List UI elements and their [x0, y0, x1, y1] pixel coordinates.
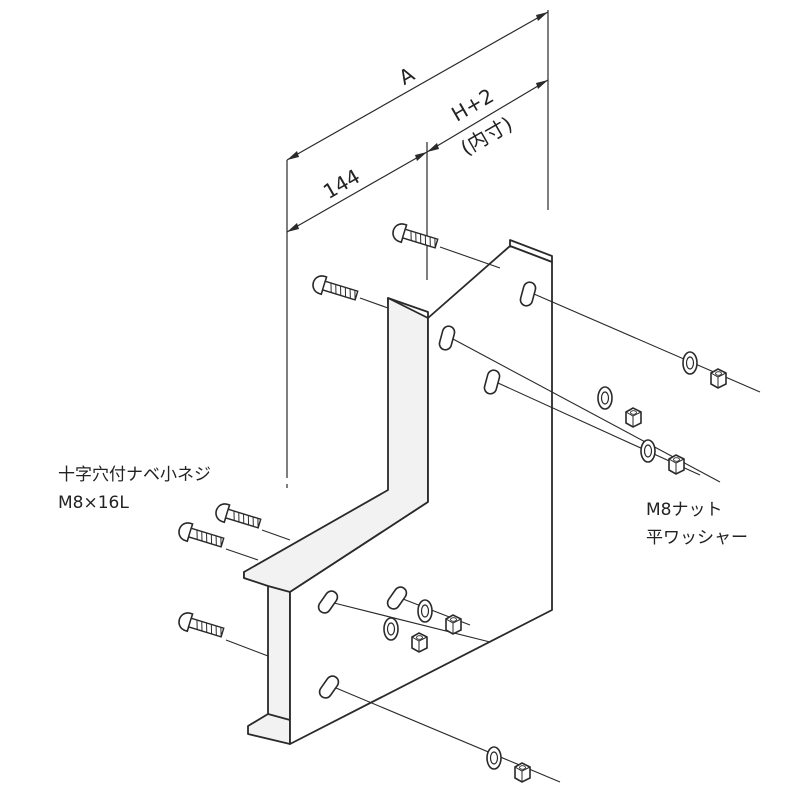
slot-hole [483, 369, 501, 395]
nut-icon [710, 368, 727, 389]
axis-line [439, 246, 501, 269]
nut-icon [514, 762, 531, 783]
screw-size-label: M8×16L [58, 493, 129, 513]
washer-icon [640, 439, 656, 463]
dimension-line-144 [286, 151, 428, 233]
bracket-lower-fold [267, 713, 291, 721]
bracket-main-plate [289, 245, 553, 745]
axis-line [333, 602, 491, 643]
axis-line [261, 529, 291, 541]
dimension-label-144: 144 [319, 164, 364, 204]
screw-icon [389, 220, 440, 253]
nut-icon [668, 454, 685, 475]
washer-icon [383, 617, 399, 641]
axis-line [359, 297, 389, 309]
washer-icon [682, 351, 698, 375]
nut-name-label: M8ナット [646, 500, 722, 520]
screw-name-label: 十字穴付ナベ小ネジ [58, 465, 211, 485]
slot-hole [519, 281, 537, 307]
slotted-holes [317, 281, 537, 699]
nut-icon [625, 407, 642, 428]
dimension-lines [286, 10, 549, 488]
screw-icon [212, 500, 263, 533]
dimension-line-h [426, 79, 549, 153]
screw-icon [175, 519, 226, 552]
l-bracket [243, 239, 553, 745]
washer-icon [597, 386, 613, 410]
nut-icon [411, 632, 428, 653]
dimension-line-a [286, 11, 549, 161]
dimension-arrowheads [287, 12, 548, 232]
slot-hole [386, 586, 408, 610]
dimension-label-a: A [395, 62, 419, 90]
axis-line [225, 639, 269, 657]
slot-hole [438, 325, 456, 351]
washer-icon [486, 746, 502, 770]
screw-icon [175, 609, 226, 642]
axis-line [497, 382, 701, 476]
bracket-fold-edge [267, 585, 291, 593]
slot-hole [318, 675, 340, 699]
axis-line [225, 548, 259, 561]
screw-icon [309, 272, 360, 305]
washer-name-label: 平ワッシャー [646, 528, 748, 548]
washer-icon [417, 599, 433, 623]
slot-hole [317, 590, 339, 614]
nut-icon [445, 614, 462, 635]
